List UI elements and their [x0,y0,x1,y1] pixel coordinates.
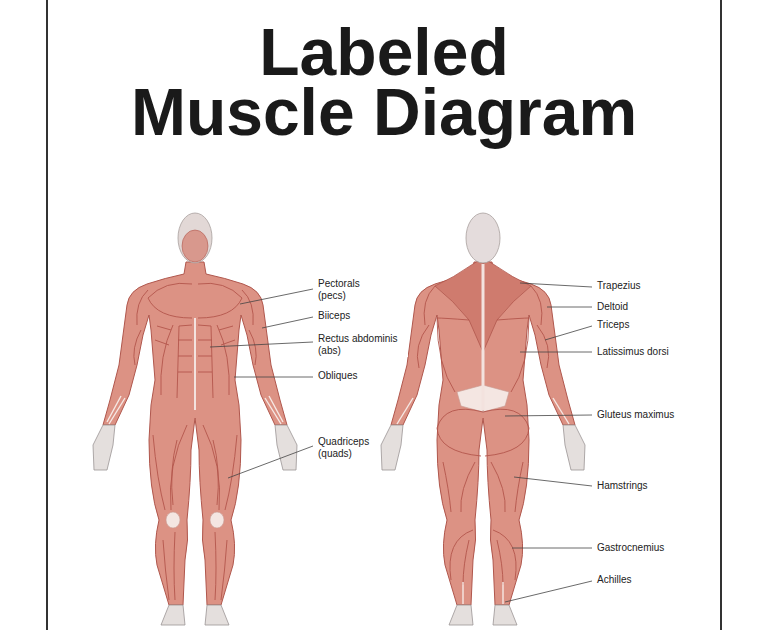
title: Labeled Muscle Diagram [131,15,637,149]
muscle-label: Latissimus dorsi [597,346,669,358]
muscle-label: Pectorals (pecs) [318,278,370,302]
title-spacer [114,22,254,82]
muscle-label: Trapezius [597,280,641,292]
muscle-label: Gluteus maximus [597,409,674,421]
title-block: Labeled Muscle Diagram [114,22,654,142]
muscle-label: Quadriceps (quads) [318,436,376,460]
front-figure [93,213,297,625]
page-frame [47,0,721,630]
back-figure [381,213,585,625]
muscle-label: Rectus abdominis (abs) [318,333,408,357]
muscle-label: Achilles [597,574,631,586]
muscle-label: Obliques [318,370,357,382]
leader-lines [210,283,592,602]
muscle-label: Deltoid [597,301,628,313]
muscle-label: Biiceps [318,310,350,322]
muscle-label: Triceps [597,319,629,331]
muscle-label: Gastrocnemius [597,542,664,554]
muscle-label: Hamstrings [597,480,648,492]
title-spacer [514,22,654,82]
